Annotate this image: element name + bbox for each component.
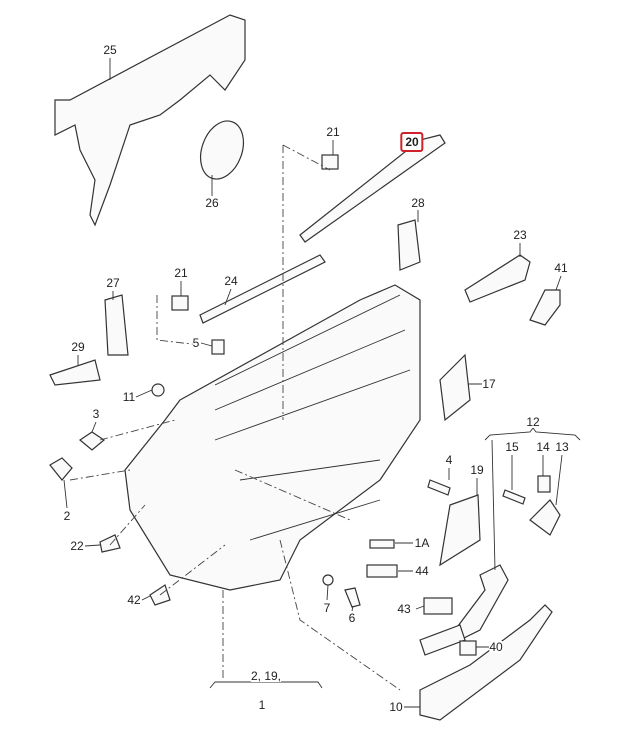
part-13-cover[interactable] <box>529 499 561 536</box>
callout-29: 29 <box>71 340 85 354</box>
assembly-dash-lines <box>69 144 401 691</box>
callout-23: 23 <box>513 228 527 242</box>
callout-1: 1 <box>258 698 266 712</box>
callout-43: 43 <box>397 602 411 616</box>
part-43-switch[interactable] <box>423 597 453 615</box>
part-7-screw[interactable] <box>322 574 334 586</box>
part-29-clip[interactable] <box>49 359 101 386</box>
part-1A-cover[interactable] <box>369 539 395 549</box>
part-28-bracket[interactable] <box>397 219 421 271</box>
part-3-clip[interactable] <box>78 431 106 451</box>
part-21-clip-top[interactable] <box>321 154 339 170</box>
part-40-button[interactable] <box>459 640 477 656</box>
part-25-carrier-frame[interactable] <box>54 14 246 227</box>
part-22-clip[interactable] <box>99 534 121 553</box>
part-41-cover[interactable] <box>529 289 561 326</box>
part-24-rail[interactable] <box>199 254 326 324</box>
callout-4: 4 <box>445 453 453 467</box>
callout-21: 21 <box>326 125 340 139</box>
callout-24: 24 <box>224 274 238 288</box>
part-11-screw[interactable] <box>151 383 165 397</box>
part-27-bracket[interactable] <box>104 294 129 356</box>
callout-22: 22 <box>70 539 84 553</box>
part-23-inner-handle[interactable] <box>464 254 531 303</box>
door-panel-contours <box>214 294 411 541</box>
door-trim-panel[interactable] <box>124 284 421 591</box>
group-12-bracket <box>484 427 581 441</box>
callout-17: 17 <box>482 377 496 391</box>
part-12-grip-frame[interactable] <box>454 564 509 641</box>
callout-20-highlighted[interactable]: 20 <box>400 132 424 152</box>
part-14-clip[interactable] <box>537 475 551 493</box>
callout-21-left: 21 <box>174 266 188 280</box>
part-21-clip-left[interactable] <box>171 295 189 311</box>
callout-42: 42 <box>127 593 141 607</box>
callout-5: 5 <box>192 336 200 350</box>
callout-15: 15 <box>505 440 519 454</box>
part-5-clip[interactable] <box>211 339 225 355</box>
callout-41: 41 <box>554 261 568 275</box>
callout-19: 19 <box>470 463 484 477</box>
part-10-armrest[interactable] <box>419 604 553 721</box>
callout-1A: 1A <box>414 536 430 550</box>
callout-3: 3 <box>92 407 100 421</box>
part-4-screw[interactable] <box>427 479 451 496</box>
part-17-panel-insert[interactable] <box>439 353 471 422</box>
callout-25: 25 <box>103 43 117 57</box>
callout-13: 13 <box>555 440 569 454</box>
callout-2: 2 <box>63 509 71 523</box>
callout-12: 12 <box>526 415 540 429</box>
callout-2-19: 2, 19, <box>250 669 282 683</box>
callout-28: 28 <box>411 196 425 210</box>
callout-10: 10 <box>389 700 403 714</box>
callout-7: 7 <box>323 601 331 615</box>
part-6-screw[interactable] <box>344 587 361 608</box>
part-26-speaker-seal[interactable] <box>193 115 251 185</box>
callout-40: 40 <box>489 640 503 654</box>
callout-6: 6 <box>348 611 356 625</box>
part-window-switch-housing[interactable] <box>419 624 466 656</box>
part-15-screw[interactable] <box>502 489 526 505</box>
callout-14: 14 <box>536 440 550 454</box>
part-44-switch[interactable] <box>366 564 398 578</box>
part-20-trim-strip[interactable] <box>299 134 446 243</box>
part-2-clip[interactable] <box>49 457 73 481</box>
callout-26: 26 <box>205 196 219 210</box>
callout-27: 27 <box>106 276 120 290</box>
callout-44: 44 <box>415 564 429 578</box>
part-19-cover[interactable] <box>439 494 481 567</box>
group-1-bracket <box>209 681 323 689</box>
callout-11: 11 <box>122 390 136 404</box>
